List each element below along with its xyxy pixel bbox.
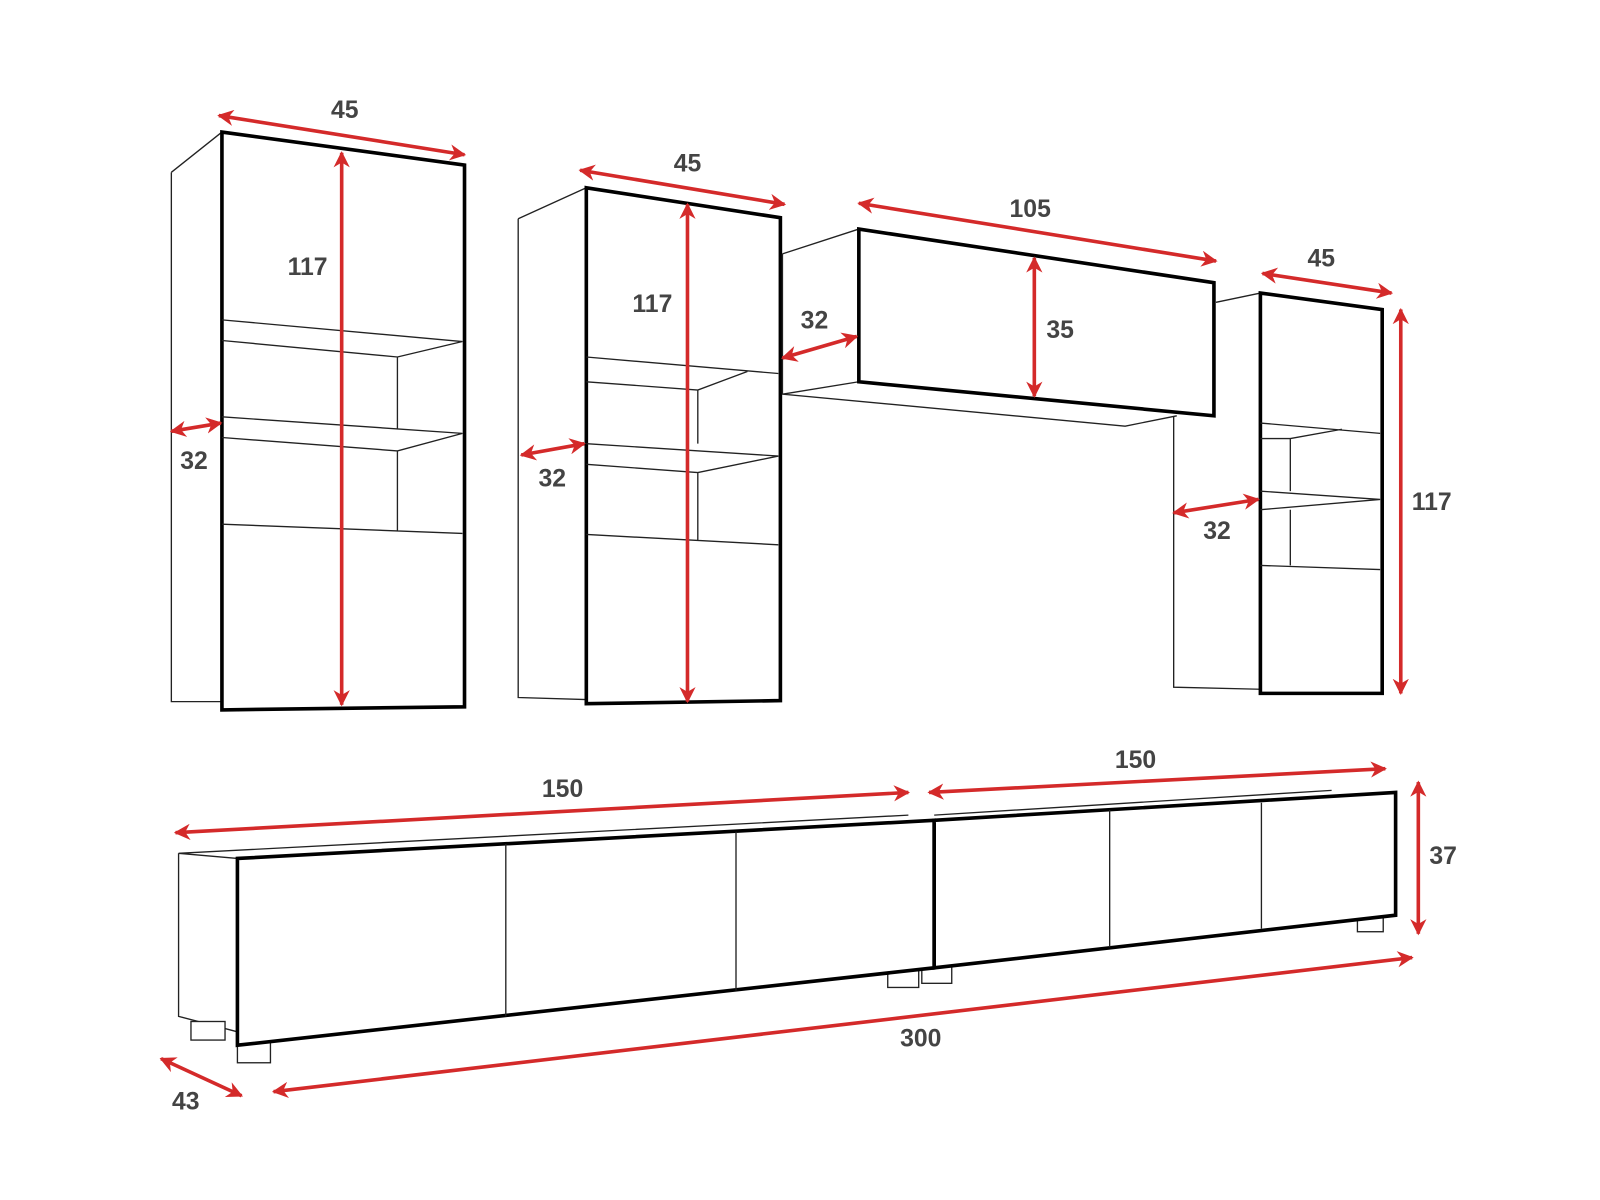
left-width-arrow (173, 785, 911, 840)
depth-label: 32 (180, 448, 208, 475)
width-label: 105 (1010, 196, 1052, 223)
left-width-label: 150 (542, 776, 583, 803)
total-width-arrow (271, 951, 1414, 1099)
wall-cabinet: 105 35 32 (780, 196, 1218, 427)
width-label: 45 (1308, 246, 1336, 273)
width-arrow (217, 109, 467, 161)
height-label: 117 (1412, 489, 1452, 516)
height-label: 117 (288, 254, 328, 281)
tall-cabinet-middle: 45 117 32 (517, 151, 787, 706)
width-arrow (578, 164, 787, 210)
height-label: 35 (1046, 317, 1074, 344)
height-label: 37 (1429, 843, 1457, 870)
depth-label: 32 (801, 307, 829, 334)
right-width-label: 150 (1115, 747, 1156, 774)
width-arrow (857, 197, 1218, 267)
tv-unit-left (235, 818, 936, 1048)
leg (190, 1020, 226, 1041)
depth-arrow (519, 438, 586, 461)
narrow-cabinet-right: 45 117 32 (1172, 246, 1452, 696)
depth-arrow (780, 332, 859, 362)
depth-label: 43 (172, 1089, 200, 1116)
width-arrow (1260, 267, 1394, 299)
tv-units: 150 150 37 300 43 (159, 747, 1457, 1116)
tall-cabinet-left: 45 117 32 (169, 97, 467, 712)
depth-label: 32 (538, 465, 566, 492)
depth-label: 32 (1203, 518, 1231, 545)
height-label: 117 (632, 291, 672, 318)
width-label: 45 (331, 97, 359, 124)
depth-arrow (159, 1057, 244, 1098)
depth-arrow (1172, 493, 1260, 519)
tv-unit-right (932, 790, 1398, 970)
width-label: 45 (674, 151, 702, 178)
depth-arrow (169, 417, 223, 437)
total-width-label: 300 (900, 1026, 941, 1053)
right-width-arrow (927, 761, 1387, 800)
